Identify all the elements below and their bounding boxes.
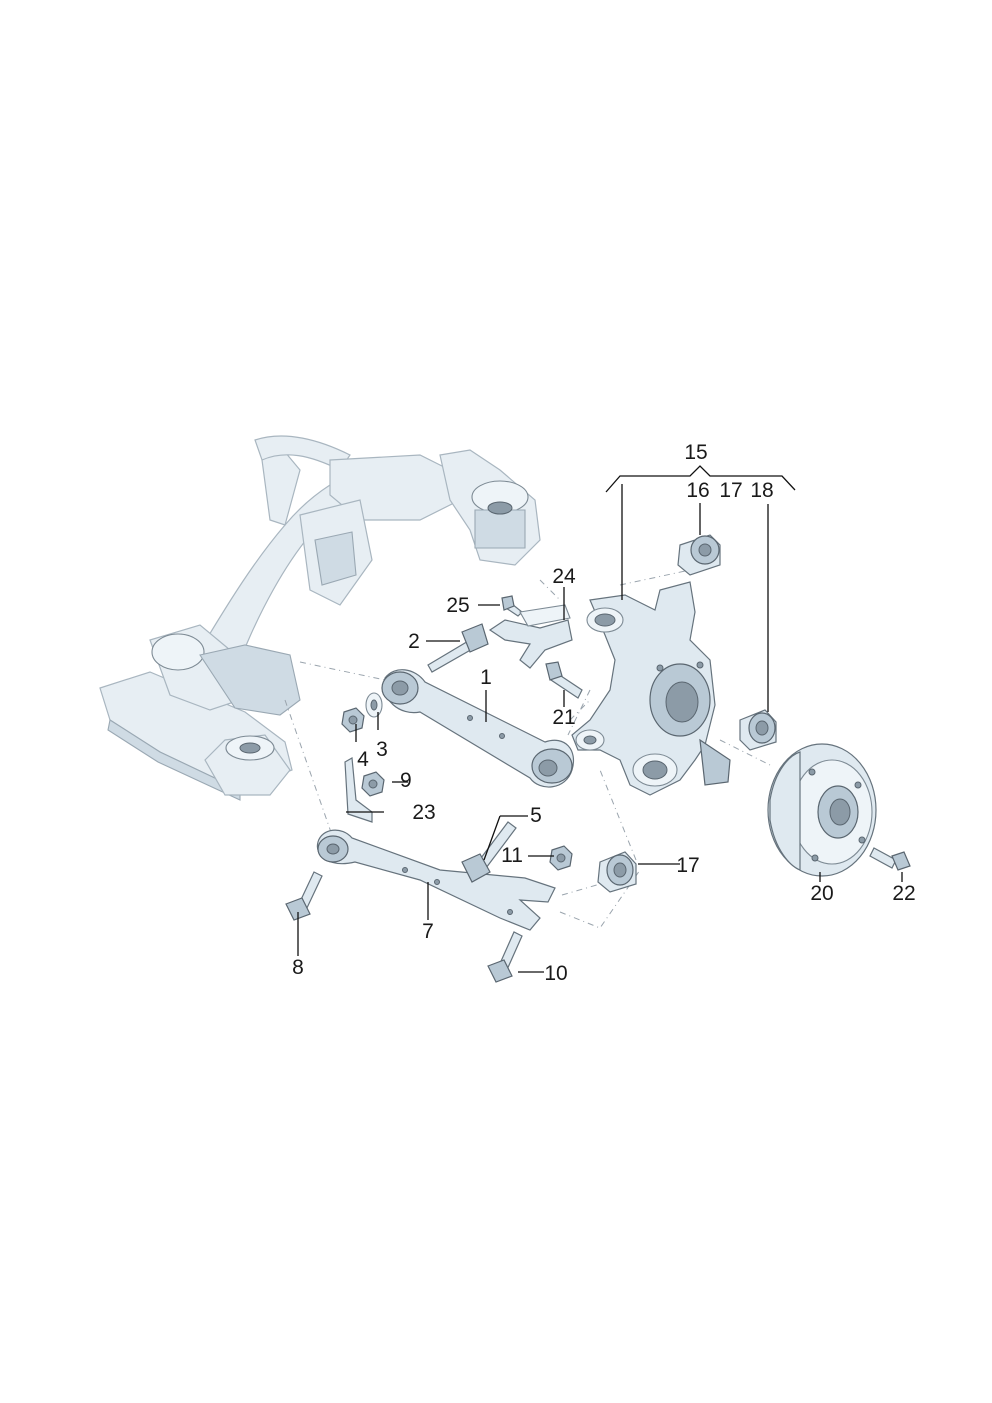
bolt-2 (427, 623, 489, 673)
callout-17b: 17 (676, 854, 699, 877)
leader-lines (297, 465, 903, 973)
rear-subframe (99, 435, 541, 801)
callout-4: 4 (357, 748, 369, 771)
callout-21: 21 (552, 706, 575, 729)
assembly-lines (284, 569, 771, 929)
callout-22: 22 (892, 882, 915, 905)
callout-25: 25 (446, 594, 469, 617)
transverse-link-lower (316, 829, 556, 931)
callout-24: 24 (552, 565, 576, 588)
callout-23: 23 (412, 801, 435, 824)
bushing-16 (677, 534, 721, 576)
wheel-bolt-22 (869, 847, 911, 871)
callout-3: 3 (376, 738, 388, 761)
eccentric-bolt-5 (461, 821, 517, 883)
washer-3 (365, 692, 383, 718)
nut-4 (341, 707, 365, 733)
bushing-18 (739, 709, 777, 751)
callout-7: 7 (422, 920, 434, 943)
bracket-24 (488, 604, 573, 669)
callout-1: 1 (480, 666, 492, 689)
callout-8: 8 (292, 956, 304, 979)
bolt-21 (545, 661, 583, 699)
callout-16: 16 (686, 479, 709, 502)
callout-18: 18 (750, 479, 773, 502)
callout-17a: 17 (719, 479, 742, 502)
callout-15: 15 (684, 441, 707, 464)
bolt-10 (487, 931, 523, 983)
callout-2: 2 (408, 630, 420, 653)
bolt-8 (285, 871, 323, 921)
bolt-25 (501, 595, 523, 617)
bushing-17 (597, 851, 637, 893)
callout-20: 20 (810, 882, 833, 905)
callout-5: 5 (530, 804, 542, 827)
callout-labels: 1 2 3 4 5 7 8 9 10 11 15 16 17 18 17 20 … (292, 441, 916, 985)
callout-11: 11 (501, 844, 523, 867)
nut-9 (361, 771, 385, 797)
callout-9: 9 (400, 769, 412, 792)
wheel-bearing-housing (571, 581, 731, 796)
callout-10: 10 (544, 962, 567, 985)
control-arm-upper (381, 669, 574, 788)
wheel-hub-20 (767, 743, 877, 877)
nut-11 (549, 845, 573, 871)
